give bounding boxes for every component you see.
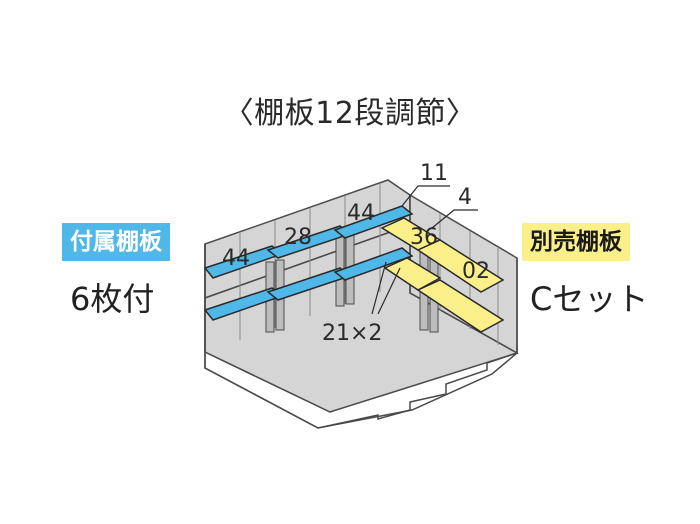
label-36: 36 — [410, 225, 438, 250]
optional-shelves — [380, 217, 505, 333]
included-shelves-lower — [203, 247, 414, 321]
included-shelves-count: 6枚付 — [70, 280, 155, 318]
leader-11 — [401, 185, 450, 207]
shelf-02-lower — [416, 279, 505, 333]
leader-4 — [431, 209, 478, 229]
leader-21x2-b — [377, 267, 401, 315]
shelf-36-lower — [383, 257, 442, 291]
leader-21x2-a — [371, 261, 387, 315]
shelf-44-right-upper — [333, 205, 414, 239]
optional-shelves-badge: 別売棚板 — [522, 223, 630, 261]
floor-base-edge — [204, 352, 518, 429]
diagram-title: 〈棚板12段調節〉 — [223, 96, 477, 131]
label-4: 4 — [458, 185, 472, 210]
leader-lines — [371, 185, 478, 315]
optional-shelves-set: Cセット — [530, 280, 649, 318]
shelf-02-upper — [416, 239, 505, 293]
label-21x2: 21×2 — [322, 321, 382, 346]
shelf-44-right-lower — [333, 247, 414, 281]
label-11: 11 — [420, 161, 448, 186]
label-02: 02 — [462, 259, 490, 284]
included-shelves-upper — [203, 205, 414, 279]
included-shelves-badge: 付属棚板 — [62, 223, 170, 261]
label-44-left: 44 — [222, 246, 250, 271]
label-28: 28 — [284, 225, 312, 250]
label-44-right: 44 — [347, 201, 375, 226]
